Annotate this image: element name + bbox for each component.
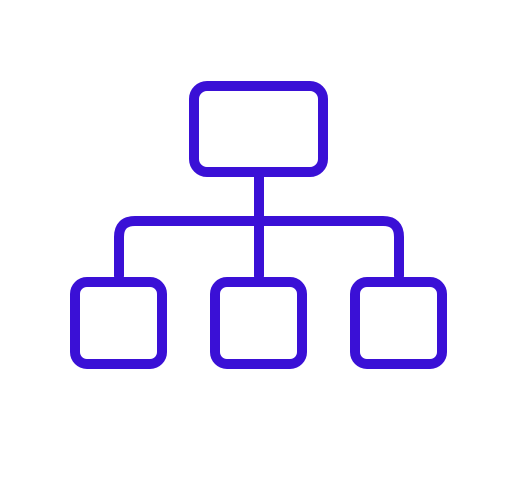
connector-branch-bar [114, 216, 404, 281]
node-child-right [350, 277, 447, 369]
node-child-left [70, 277, 167, 369]
node-child-middle [210, 277, 307, 369]
node-root [189, 81, 328, 177]
